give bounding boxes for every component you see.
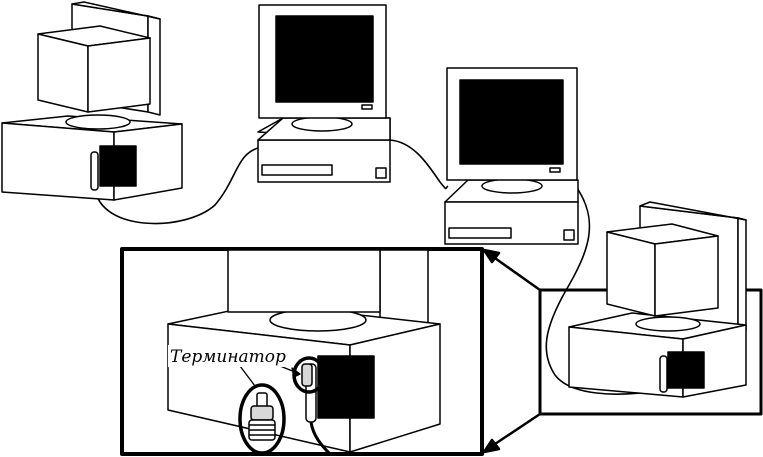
pc2-drive-slot (261, 164, 333, 176)
workstation-3 (444, 67, 579, 245)
pc3-monitor-stand (481, 178, 543, 194)
inset-tower (379, 249, 429, 325)
pc3-power-button (563, 229, 575, 241)
coax-cable (94, 139, 663, 395)
terminator-label: Терминатор (170, 347, 286, 367)
pc1-monitor-stand (65, 114, 131, 130)
inset-network-card (317, 355, 375, 419)
pc2-power-button (375, 167, 387, 179)
pc4-network-card (667, 351, 705, 389)
workstation-2 (257, 4, 391, 183)
pc2-screen (275, 15, 374, 103)
cable-segment-1 (94, 146, 263, 225)
workstation-1 (1, 1, 183, 201)
zoom-arrowhead-bottom (482, 438, 501, 454)
pc1-monitor-side (87, 37, 151, 113)
cable-segment-3 (545, 184, 663, 395)
pc3-monitor-led (549, 167, 561, 173)
pc3-screen (459, 79, 564, 165)
pc4-monitor-stand (635, 316, 701, 332)
pc3-drive-slot (448, 227, 512, 239)
pc4-connector (659, 355, 668, 393)
zoom-arrowhead-top (482, 248, 501, 264)
pc1-monitor-front (37, 33, 89, 113)
inset-cable (309, 421, 332, 456)
pc1-network-card (99, 145, 137, 187)
pc1-connector (90, 151, 99, 191)
pc2-monitor-led (361, 104, 373, 110)
zoom-connector (482, 248, 541, 454)
cable-segment-2 (389, 139, 449, 190)
inset-terminator-plug (301, 363, 313, 387)
zoom-inset: Терминатор (120, 247, 484, 456)
inset-monitor (227, 249, 381, 313)
workstation-4 (568, 201, 747, 398)
terminator-detail-circle (238, 383, 286, 455)
callout-leaders (239, 365, 301, 387)
terminator-icon (248, 392, 276, 441)
pc2-monitor-stand (291, 116, 353, 132)
